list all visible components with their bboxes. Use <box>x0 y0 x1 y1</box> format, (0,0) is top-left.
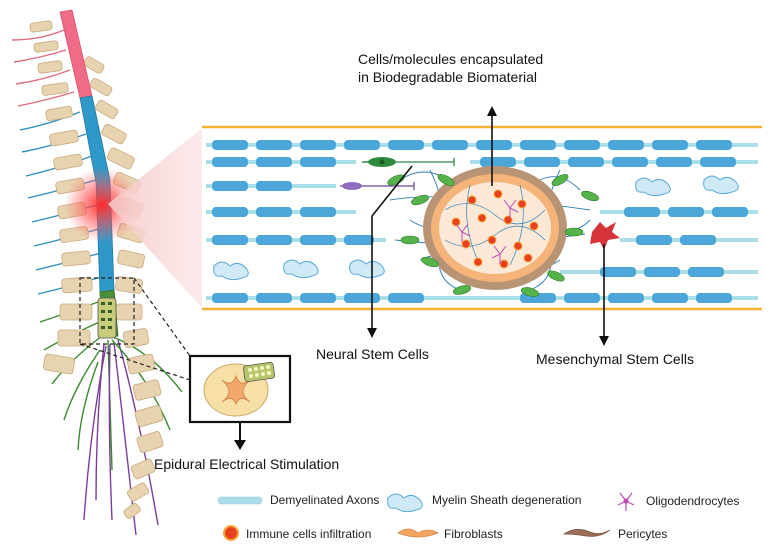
pericyte-icon <box>562 529 611 537</box>
injury-site-glow <box>64 167 140 243</box>
biomaterial-label-line1: Cells/molecules encapsulated <box>358 51 544 67</box>
immune-cells <box>451 189 539 269</box>
demyelinated-axon-icon <box>217 496 263 505</box>
legend-label-immune-cells: Immune cells infiltration <box>246 527 372 541</box>
myelin-fragments <box>213 175 739 281</box>
spinal-cord-illustration <box>11 9 183 536</box>
fibroblasts <box>387 174 599 297</box>
purple-stem-cell <box>340 182 415 190</box>
neural-stem-cells-label: Neural Stem Cells <box>316 346 429 362</box>
biomaterial-label-line2: in Biodegradable Biomaterial <box>358 69 537 85</box>
legend-label-demyelinated-axons: Demyelinated Axons <box>270 493 380 507</box>
epidural-electrode <box>97 297 117 339</box>
legend-label-pericytes: Pericytes <box>618 527 668 541</box>
fibroblast-icon <box>397 528 439 538</box>
mesenchymal-stem-cell <box>590 222 620 250</box>
myelin-degeneration-icon <box>387 493 423 513</box>
label-arrows <box>371 114 605 338</box>
electrode-callout <box>79 277 191 381</box>
legend-label-fibroblasts: Fibroblasts <box>444 527 503 541</box>
mesenchymal-stem-cells-label: Mesenchymal Stem Cells <box>536 351 694 367</box>
immune-cell-icon <box>223 525 239 541</box>
epidural-stimulation-label: Epidural Electrical Stimulation <box>154 456 340 472</box>
biomaterial-label: Cells/molecules encapsulated in Biodegra… <box>358 50 543 86</box>
spinal-cross-section <box>188 354 292 424</box>
legend-label-myelin-degeneration: Myelin Sheath degeneration <box>432 493 582 507</box>
oligodendrocytes <box>455 199 519 264</box>
neural-stem-cell <box>362 157 455 167</box>
biomaterial-scaffold <box>423 166 567 290</box>
oligodendrocyte-icon <box>617 492 635 511</box>
legend-label-oligodendrocytes: Oligodendrocytes <box>646 494 740 508</box>
zoom-panel <box>202 125 762 311</box>
legend-icons <box>217 492 635 541</box>
zoom-wedge <box>108 128 202 308</box>
